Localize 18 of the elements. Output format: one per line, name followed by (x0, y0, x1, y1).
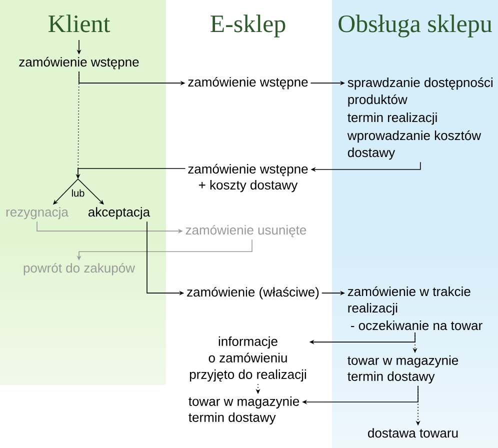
step-label: zamówienie wstępne (188, 76, 308, 90)
step-label: zamówienie usunięte (186, 224, 306, 238)
step-label: informacje o zamówieniu przyjęto do realizacji (190, 336, 306, 382)
branch-label: lub (72, 189, 84, 197)
lane-heading: Obsługa sklepu (338, 14, 492, 38)
step-label: dostawa towaru (368, 428, 458, 438)
step-label: towar w magazynie termin dostawy (348, 355, 458, 384)
step-label: powrót do zakupów (24, 262, 136, 276)
step-label: rezygnacja (6, 207, 68, 220)
step-label: zamówienie w trakcie realizacji - oczekiwanie na towar (348, 286, 482, 330)
step-label: zamówienie wstępne (19, 56, 139, 70)
step-label: akceptacja (88, 207, 150, 220)
lane-heading: E-sklep (210, 14, 286, 38)
step-label: zamówienie wstępne + koszty dostawy (188, 164, 308, 192)
step-label: towar w magazynie termin dostawy (188, 396, 300, 425)
lane-heading: Klient (48, 14, 110, 32)
step-label: zamówienie (właściwe) (187, 286, 319, 300)
step-label: sprawdzanie dostępności produktów termin realizacji wprowadzanie kosztów dostawy (347, 77, 492, 160)
